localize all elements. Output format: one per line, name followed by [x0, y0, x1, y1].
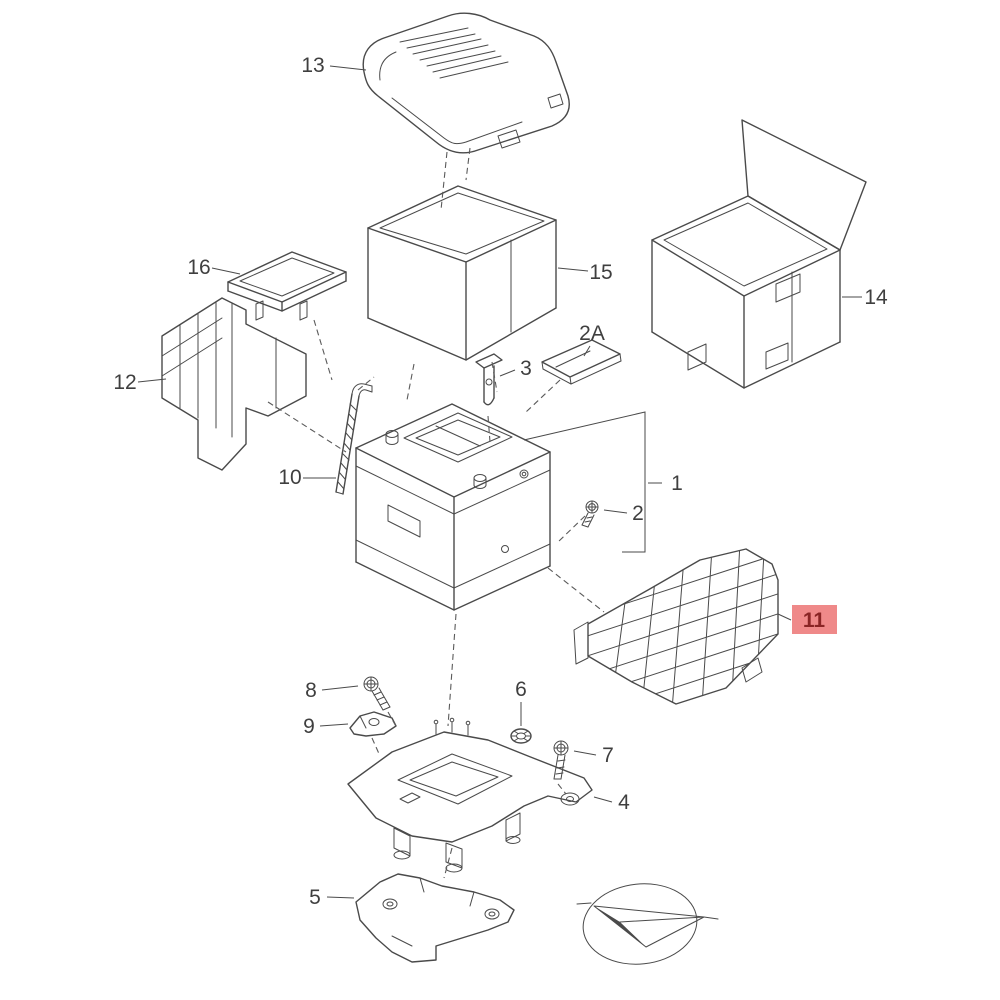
part-8-leader-line [321, 685, 359, 691]
part-15-leader-line [557, 267, 589, 272]
part-8-label: 8 [305, 679, 317, 702]
part-5-lower-bracket [355, 873, 515, 963]
part-1-bracket [523, 411, 662, 553]
part-9-label: 9 [303, 715, 315, 738]
part-8-screw [363, 676, 391, 711]
part-6-grommet [510, 728, 532, 744]
part-14-label: 14 [864, 286, 888, 309]
part-3-terminal-clamp [475, 353, 503, 406]
part-12-side-bracket [161, 297, 307, 471]
part-2-screw [581, 500, 599, 528]
part-7-leader-line [573, 750, 597, 756]
part-3-label: 3 [520, 357, 532, 380]
part-11-leader-line [777, 613, 792, 621]
part-16-label: 16 [187, 256, 210, 279]
part-2a-leader-line [583, 345, 591, 357]
part-12-label: 12 [113, 371, 136, 394]
part-3-leader-line [499, 369, 516, 377]
direction-arrow-icon [576, 883, 719, 965]
part-4-leader-line [593, 796, 613, 803]
part-10-label: 10 [278, 466, 301, 489]
part-11-label: 11 [803, 609, 826, 632]
part-7-screw [553, 740, 569, 780]
part-7-label: 7 [602, 744, 614, 767]
part-11-highlight [792, 605, 837, 634]
part-9-leader-line [319, 723, 349, 727]
part-4-battery-tray [347, 717, 593, 873]
part-12-leader-line [137, 378, 167, 383]
part-15-insulation-box [367, 185, 557, 361]
part-16-cover-plate [227, 251, 347, 321]
part-10-threaded-rod [335, 383, 373, 495]
part-16-leader-line [211, 267, 241, 275]
part-9-clamp-plate [349, 711, 397, 737]
part-4-label: 4 [618, 791, 630, 814]
part-15-label: 15 [589, 261, 612, 284]
assembly-dashed-lines [267, 147, 605, 879]
part-2a-label: 2A [579, 322, 605, 345]
part-2-leader-line [603, 509, 628, 514]
part-13-leader-line [329, 65, 367, 71]
part-labels: 13 15 14 16 12 2A 3 10 1 2 11 8 9 6 7 4 [113, 54, 888, 909]
part-13-label: 13 [301, 54, 324, 77]
part-2-label: 2 [632, 502, 644, 525]
part-14-battery-box [651, 119, 867, 389]
part-5-leader-line [326, 896, 355, 899]
part-13-battery-cover [362, 12, 570, 154]
part-2a-wedge [541, 339, 622, 385]
part-6-label: 6 [515, 678, 527, 701]
part-1-battery [355, 403, 551, 611]
part-1-label: 1 [671, 472, 683, 495]
part-5-label: 5 [309, 886, 321, 909]
part-11-terminal-cover [573, 548, 779, 705]
